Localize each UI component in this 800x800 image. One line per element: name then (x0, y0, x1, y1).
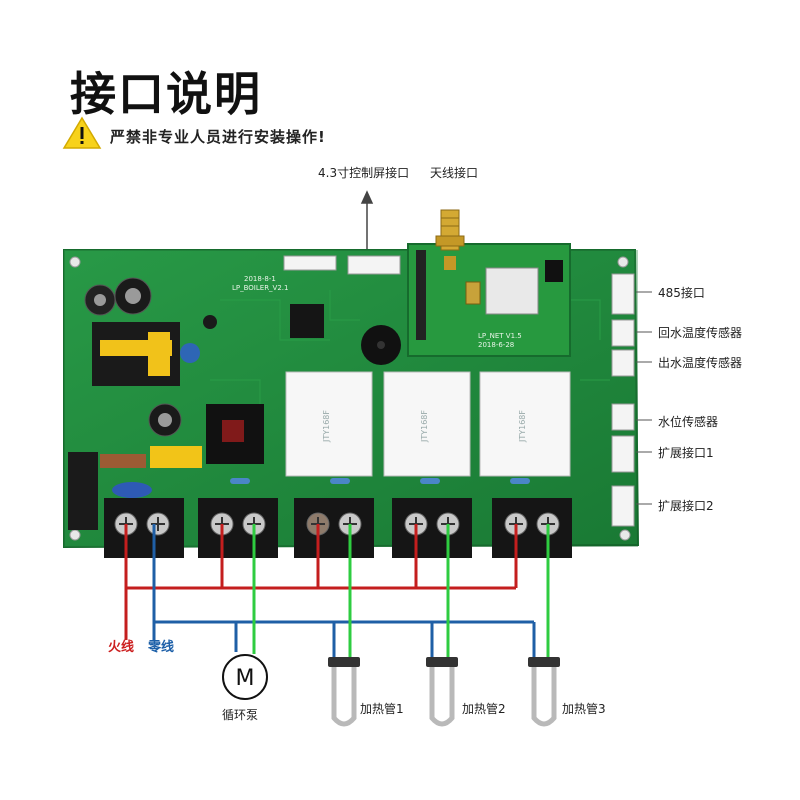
pump-motor-symbol: M (222, 654, 268, 700)
right-label-return-temp: 回水温度传感器 (658, 326, 743, 340)
right-label-water-level: 水位传感器 (658, 415, 719, 429)
neutral-wire (152, 524, 536, 658)
live-wire (124, 524, 518, 640)
live-wire-label: 火线 (108, 640, 135, 655)
heater-2 (426, 657, 458, 727)
right-connectors (611, 273, 635, 527)
relay-3: JTY168F (479, 371, 571, 477)
small-relay (206, 404, 264, 464)
relay-2: JTY168F (383, 371, 471, 477)
heater1-label: 加热管1 (360, 702, 404, 716)
mounting-holes (69, 256, 631, 541)
right-label-outlet-temp: 出水温度传感器 (658, 356, 743, 370)
heater3-label: 加热管3 (562, 702, 606, 716)
screen-port-label: 4.3寸控制屏接口 (318, 166, 410, 180)
net-module (407, 243, 571, 357)
heater-3 (528, 657, 560, 727)
warning-text: 严禁非专业人员进行安装操作! (110, 128, 326, 146)
page-title: 接口说明 (70, 67, 262, 121)
board-silk-main: 2018-8-1 LP_BOILER_V2.1 (232, 275, 288, 292)
capacitors (84, 277, 217, 437)
antenna-port-label: 天线接口 (430, 166, 479, 180)
pump-label: 循环泵 (222, 708, 259, 722)
right-label-arrows (636, 291, 652, 505)
heater-1 (328, 657, 360, 727)
svg-text:JTY168F: JTY168F (420, 410, 429, 443)
relay-1: JTY168F (285, 371, 373, 477)
mcu-chip (290, 304, 401, 365)
right-label-ext2: 扩展接口2 (658, 499, 714, 513)
heater2-label: 加热管2 (462, 702, 506, 716)
transformer (92, 322, 200, 386)
antenna-connector (435, 209, 465, 270)
svg-text:JTY168F: JTY168F (322, 410, 331, 443)
right-label-ext1: 扩展接口1 (658, 446, 714, 460)
warning-icon (62, 116, 102, 149)
resistors (230, 478, 530, 484)
neutral-wire-label: 零线 (148, 640, 175, 655)
fuse-components (68, 446, 202, 530)
board-silk-net: LP_NET V1.5 2018-6-28 (478, 332, 524, 349)
right-label-485: 485接口 (658, 286, 705, 300)
screen-connector (283, 255, 401, 275)
load-wire (252, 524, 550, 658)
terminal-blocks (104, 498, 572, 558)
svg-text:M: M (236, 666, 255, 691)
svg-text:JTY168F: JTY168F (518, 410, 527, 443)
